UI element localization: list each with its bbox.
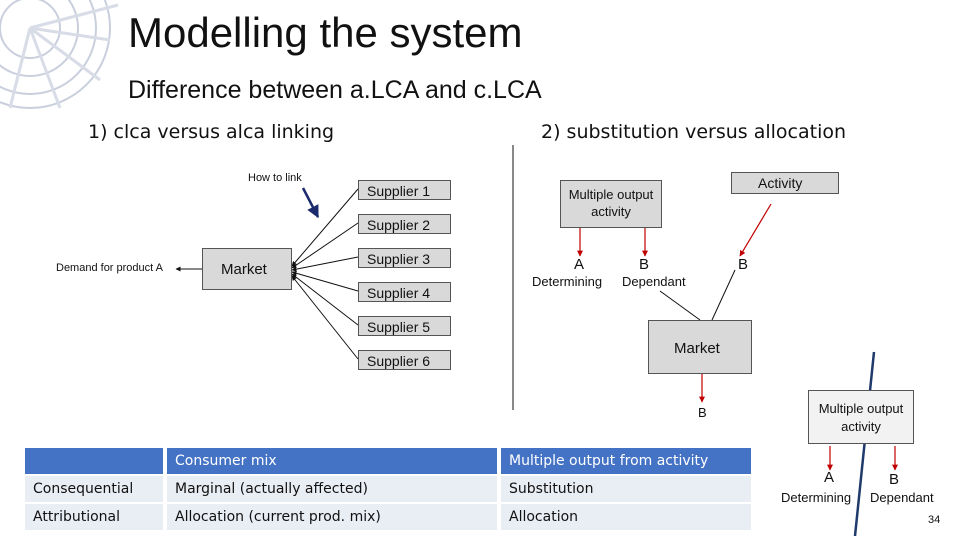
supplier-4-box: Supplier 4	[358, 282, 451, 302]
market-box: Market	[202, 248, 292, 290]
supplier-1-box: Supplier 1	[358, 180, 451, 200]
university-seal-logo	[0, 0, 119, 109]
how-to-link-arrow	[301, 187, 320, 219]
multiple-output-activity-box: Multiple output activity	[560, 180, 662, 228]
how-to-link-label: How to link	[248, 172, 302, 184]
multiple-output-activity-box-2: Multiple output activity	[808, 390, 914, 444]
determining2-label: Determining	[781, 490, 852, 505]
determining-label: Determining	[532, 274, 603, 289]
activity-b-to-market-link	[711, 269, 736, 321]
table-header-cell	[25, 448, 163, 474]
output-a2-label: A	[824, 469, 835, 486]
output-b2-label: B	[889, 471, 900, 488]
activity-b-arrow	[739, 203, 772, 257]
supplier-5-box: Supplier 5	[358, 316, 451, 336]
table-cell: Allocation	[497, 504, 751, 530]
table-header-cell: Consumer mix	[163, 448, 497, 474]
supplier-3-box: Supplier 3	[358, 248, 451, 268]
supplier-2-link	[291, 222, 359, 269]
supplier-6-box: Supplier 6	[358, 350, 451, 370]
supplier-1-link	[291, 188, 359, 267]
demand-label: Demand for product A	[56, 262, 164, 274]
table-row: Consequential Marginal (actually affecte…	[25, 476, 751, 502]
table-cell: Allocation (current prod. mix)	[163, 504, 497, 530]
activity-b-label: B	[738, 256, 749, 273]
supplier-2-box: Supplier 2	[358, 214, 451, 234]
blue-cross-out-line	[853, 351, 876, 537]
supplier-5-link	[291, 273, 359, 326]
supplier-3-link	[291, 256, 359, 272]
table-cell: Substitution	[497, 476, 751, 502]
activity-box: Activity	[731, 172, 839, 194]
right-section-heading: 2) substitution versus allocation	[541, 121, 847, 143]
table-cell: Attributional	[25, 504, 163, 530]
dependant-to-market-link	[659, 290, 701, 321]
table-row: Attributional Allocation (current prod. …	[25, 504, 751, 530]
market-out-label: B	[698, 405, 707, 420]
supplier-6-link	[291, 275, 359, 360]
table-header-row: Consumer mix Multiple output from activi…	[25, 448, 751, 474]
dependant2-label: Dependant	[870, 490, 934, 505]
slide-title: Modelling the system	[128, 9, 523, 56]
page-number: 34	[928, 514, 941, 526]
table-cell: Marginal (actually affected)	[163, 476, 497, 502]
output-a-label: A	[574, 256, 585, 273]
table-cell: Consequential	[25, 476, 163, 502]
output-b-label: B	[639, 256, 650, 273]
left-section-heading: 1) clca versus alca linking	[88, 121, 335, 143]
comparison-table: Consumer mix Multiple output from activi…	[25, 446, 751, 532]
market-box-right: Market	[648, 320, 752, 374]
slide-subtitle: Difference between a.LCA and c.LCA	[128, 76, 542, 104]
dependant-label: Dependant	[622, 274, 686, 289]
supplier-4-link	[291, 270, 359, 292]
table-header-cell: Multiple output from activity	[497, 448, 751, 474]
